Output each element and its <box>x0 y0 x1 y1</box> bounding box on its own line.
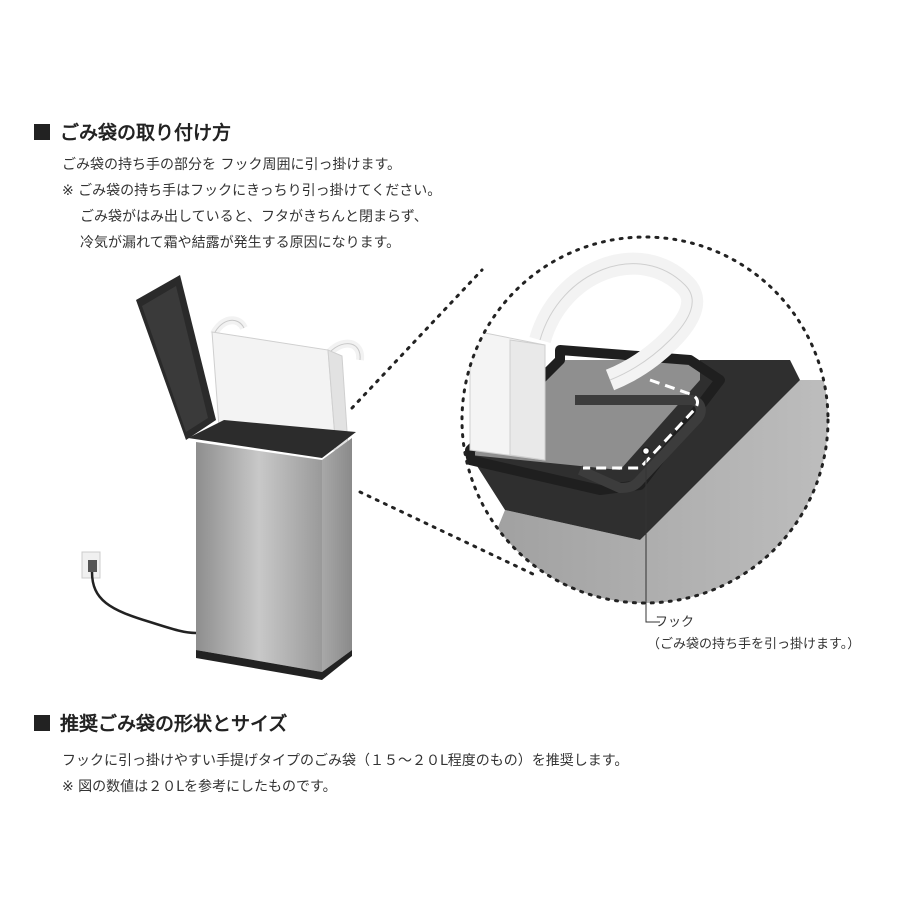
caution-line: ごみ袋がはみ出していると、フタがきちんと閉まらず、 <box>80 209 428 225</box>
caution-line: 冷気が漏れて霜や結露が発生する原因になります。 <box>80 235 401 251</box>
caution-line: ※ ごみ袋の持ち手はフックにきっちり引っ掛けてください。 <box>62 183 442 199</box>
power-cord-icon <box>81 551 197 635</box>
hook-leader-line <box>641 446 660 623</box>
note-line: ※ 図の数値は２０Lを参考にしたものです。 <box>62 779 337 795</box>
zoom-detail <box>459 234 831 606</box>
bin-body <box>188 420 356 680</box>
section-heading-recommended-bag: 推奨ごみ袋の形状とサイズ <box>34 709 287 736</box>
heading-square-icon <box>34 123 50 140</box>
installation-instructions: ごみ袋の持ち手の部分を フック周囲に引っ掛けます。 ※ ごみ袋の持ち手はフックに… <box>62 152 441 256</box>
section-heading-bag-installation: ごみ袋の取り付け方 <box>34 118 231 145</box>
hook-label: フック <box>655 615 695 630</box>
hook-callout: フック （ごみ袋の持ち手を引っ掛けます。） <box>647 612 860 656</box>
garbage-bag <box>210 316 365 451</box>
bin-lid <box>136 275 216 440</box>
recommendation-line: フックに引っ掛けやすい手提げタイプのごみ袋（１５～２０L程度のもの）を推奨します… <box>62 753 629 769</box>
section-title: 推奨ごみ袋の形状とサイズ <box>60 713 288 735</box>
heading-square-icon <box>34 714 50 731</box>
hook-note: （ごみ袋の持ち手を引っ掛けます。） <box>647 637 861 652</box>
zoom-connector <box>350 268 537 577</box>
recommendation-text: フックに引っ掛けやすい手提げタイプのごみ袋（１５～２０L程度のもの）を推奨します… <box>62 748 628 800</box>
instruction-line: ごみ袋の持ち手の部分を フック周囲に引っ掛けます。 <box>62 157 402 173</box>
section-title: ごみ袋の取り付け方 <box>60 122 232 144</box>
